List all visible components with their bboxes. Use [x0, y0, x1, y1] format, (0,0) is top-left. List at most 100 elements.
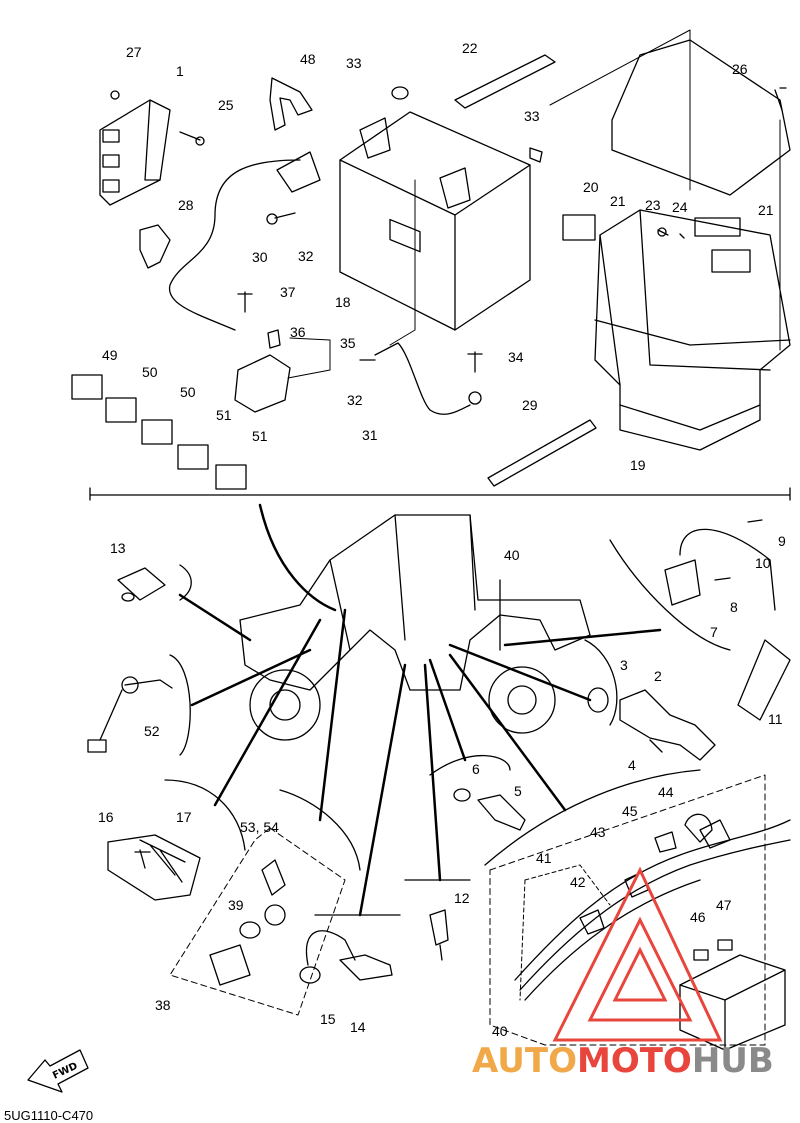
- fuse-50a: [105, 397, 137, 423]
- cable-30: [169, 159, 301, 331]
- callout-5: 5: [514, 783, 522, 799]
- callout-46: 46: [690, 909, 706, 925]
- callout-20: 20: [583, 179, 599, 195]
- washer: [453, 788, 471, 802]
- bolt-8: [714, 577, 731, 581]
- callout-30: 30: [252, 249, 268, 265]
- callout-12: 12: [454, 890, 470, 906]
- fuse-50b: [141, 419, 173, 445]
- callout-36: 36: [290, 324, 306, 340]
- bolt-37: [237, 291, 253, 313]
- ignition-coil: [664, 519, 776, 611]
- callout-26: 26: [732, 61, 748, 77]
- callout-47: 47: [716, 897, 732, 913]
- callout-49: 49: [102, 347, 118, 363]
- callout-35: 35: [340, 335, 356, 351]
- pad-21c: [711, 249, 751, 273]
- callout-41: 41: [536, 850, 552, 866]
- callout-7: 7: [710, 624, 718, 640]
- bolt-4: [649, 739, 663, 753]
- cushion-33a: [391, 86, 409, 100]
- callout-40: 40: [492, 1023, 508, 1039]
- callout-1: 1: [176, 63, 184, 79]
- switch-39: [264, 904, 286, 926]
- fuse-47: [717, 939, 733, 951]
- callout-17: 17: [176, 809, 192, 825]
- cable-tie: [487, 419, 597, 487]
- callout-18: 18: [335, 294, 351, 310]
- clamp-48: [269, 77, 313, 131]
- callout-22: 22: [462, 40, 478, 56]
- fwd-arrow: [27, 1049, 89, 1093]
- fuse-box: [679, 954, 786, 1051]
- cushion-33b: [529, 147, 543, 163]
- battery-band: [454, 54, 556, 109]
- callout-11: 11: [768, 711, 783, 727]
- bolt-26: [774, 87, 787, 111]
- callout-39: 39: [228, 897, 244, 913]
- callout-labels: 27 1 25 48 33 22 33 26 20 21 23 24 21 28…: [98, 40, 786, 1039]
- callout-16: 16: [98, 809, 114, 825]
- screw-27: [110, 90, 120, 100]
- callout-50: 50: [142, 364, 158, 380]
- watermark-logo: [552, 866, 723, 1042]
- callout-23: 23: [645, 197, 661, 213]
- fuse-51a: [177, 444, 209, 470]
- connector-45: [654, 831, 677, 853]
- battery-box: [594, 209, 791, 451]
- group-38: [169, 827, 346, 1016]
- callout-53-54: 53, 54: [240, 819, 279, 835]
- cable-31: [374, 342, 471, 415]
- callout-37: 37: [280, 284, 296, 300]
- callout-52: 52: [144, 723, 160, 739]
- ecu-unit: [99, 99, 171, 206]
- callout-43: 43: [590, 824, 606, 840]
- fuse-49: [71, 374, 103, 400]
- pipe-15: [305, 930, 356, 966]
- plug-cap: [737, 639, 791, 721]
- callout-45: 45: [622, 803, 638, 819]
- bolt-9: [747, 519, 763, 523]
- callout-27: 27: [126, 44, 142, 60]
- harness-group: [489, 774, 766, 1046]
- o-ring: [587, 687, 609, 713]
- switch-5: [477, 794, 526, 831]
- callout-8: 8: [730, 599, 738, 615]
- leader-lines: [178, 503, 662, 917]
- callout-33: 33: [346, 55, 362, 71]
- callout-19: 19: [630, 457, 646, 473]
- callout-51: 51: [252, 428, 268, 444]
- relay-42: [579, 909, 605, 935]
- fuse-36: [267, 329, 281, 349]
- callout-32: 32: [298, 248, 314, 264]
- callout-32: 32: [347, 392, 363, 408]
- callout-25: 25: [218, 97, 234, 113]
- sensor-2: [619, 689, 716, 761]
- callout-21: 21: [758, 202, 774, 218]
- bolt-23: [657, 229, 685, 239]
- callout-6: 6: [472, 761, 480, 777]
- fuse-46: [693, 949, 709, 961]
- battery-cover: [611, 39, 791, 196]
- section-divider: [89, 487, 791, 501]
- callout-10: 10: [755, 555, 771, 571]
- callout-40: 40: [504, 547, 520, 563]
- callout-44: 44: [658, 784, 674, 800]
- sensor-13: [117, 567, 166, 601]
- callout-9: 9: [778, 533, 786, 549]
- callout-3: 3: [620, 657, 628, 673]
- pad-21b: [694, 217, 741, 237]
- callout-34: 34: [508, 349, 524, 365]
- starter-relay: [234, 354, 291, 413]
- sensor-52: [87, 676, 173, 753]
- wire-harness: [514, 819, 791, 1001]
- callout-13: 13: [110, 540, 126, 556]
- rectifier: [107, 834, 201, 901]
- bolt-32: [274, 212, 296, 219]
- callout-51: 51: [216, 407, 232, 423]
- bolt-17: [134, 849, 151, 869]
- diagram-code: 5UG1110-C470: [4, 1108, 93, 1123]
- callout-4: 4: [628, 757, 636, 773]
- detail-brackets: [164, 539, 731, 916]
